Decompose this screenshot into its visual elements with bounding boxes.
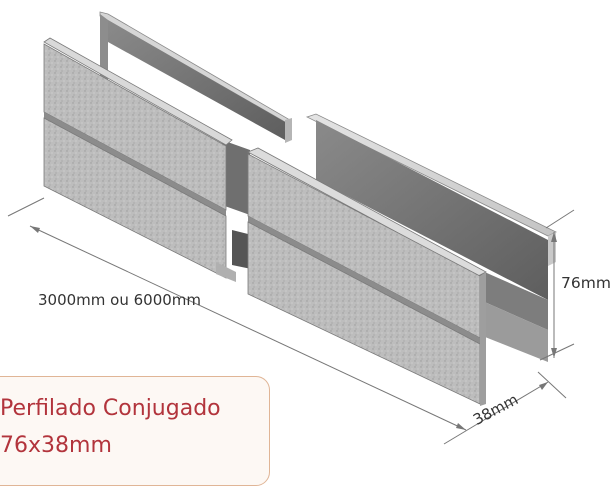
steel-profile-drawing bbox=[7, 11, 575, 445]
height-dimension-label: 76mm bbox=[561, 274, 611, 292]
product-title-box bbox=[0, 376, 270, 486]
front-profile-right bbox=[247, 147, 487, 406]
front-profile-left bbox=[43, 37, 236, 282]
product-title-line-1: Perfilado Conjugado bbox=[0, 396, 221, 421]
dimension-lines bbox=[7, 197, 575, 445]
length-dimension-label: 3000mm ou 6000mm bbox=[38, 291, 202, 309]
product-title-line-2: 76x38mm bbox=[0, 433, 112, 458]
product-illustration bbox=[7, 11, 575, 445]
